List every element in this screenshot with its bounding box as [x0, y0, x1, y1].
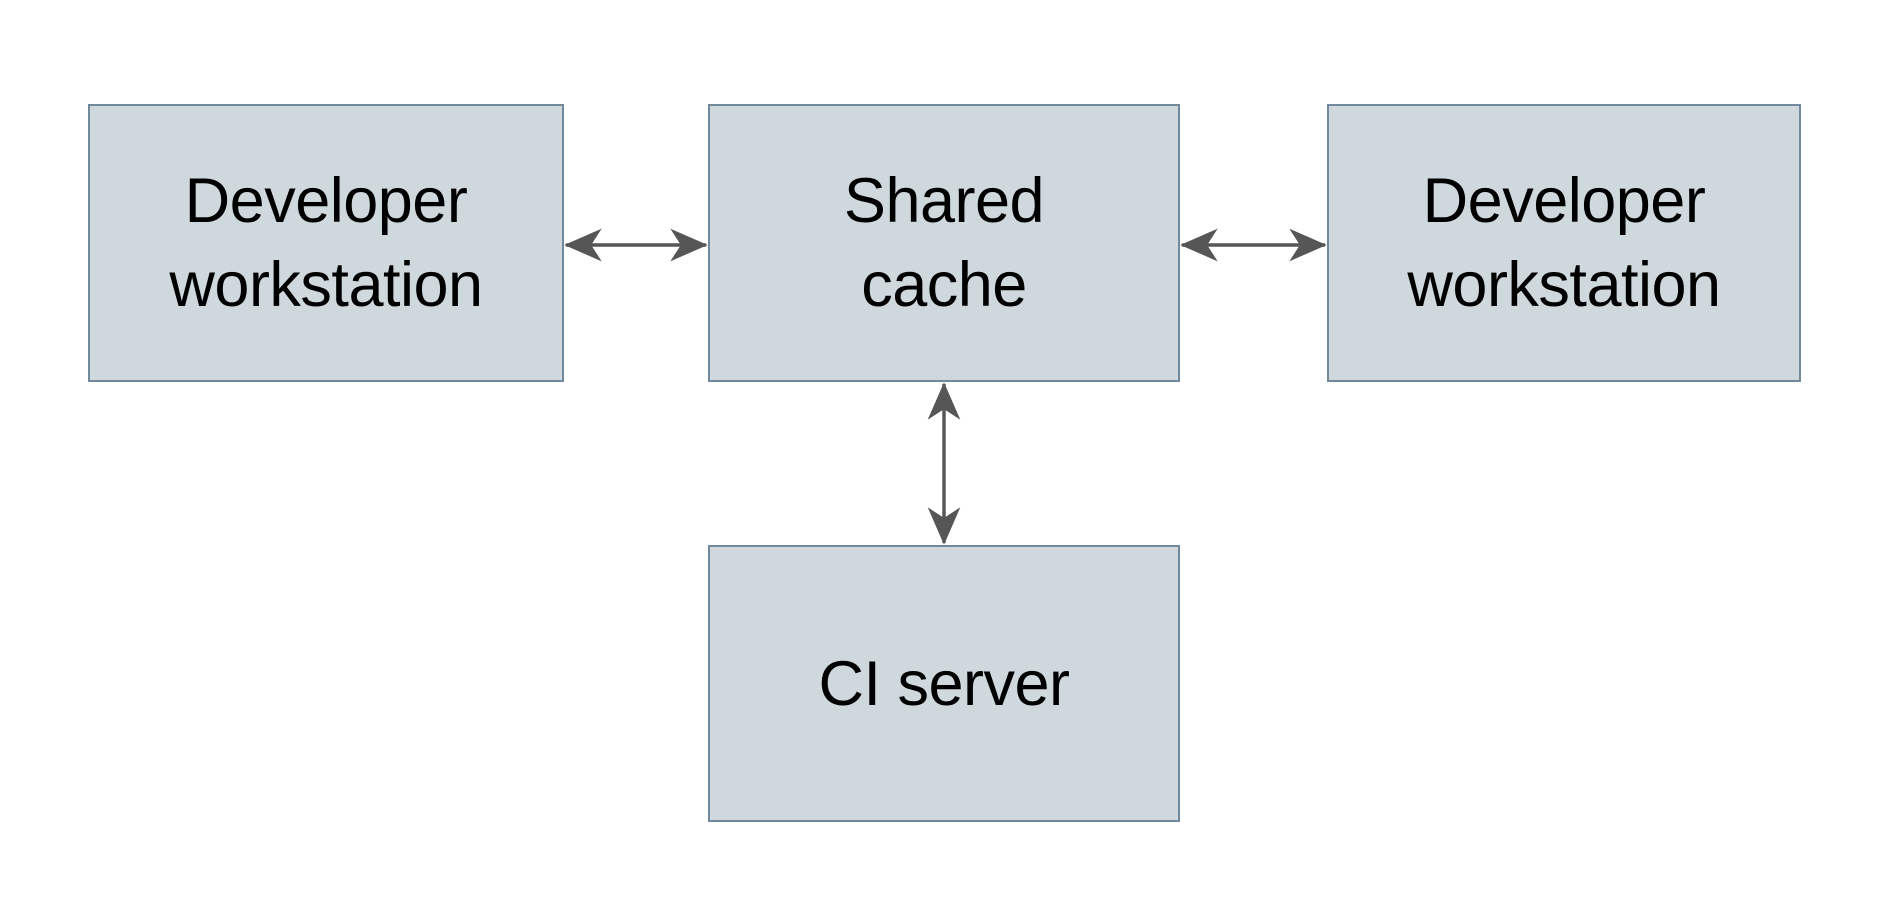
- node-label: Shared cache: [843, 166, 1045, 320]
- node-label: Developer workstation: [169, 166, 483, 320]
- node-developer-workstation-right[interactable]: Developer workstation: [1327, 104, 1801, 382]
- node-developer-workstation-left[interactable]: Developer workstation: [88, 104, 564, 382]
- node-shared-cache[interactable]: Shared cache: [708, 104, 1180, 382]
- node-label: CI server: [818, 648, 1070, 719]
- node-ci-server[interactable]: CI server: [708, 545, 1180, 822]
- node-label: Developer workstation: [1407, 166, 1721, 320]
